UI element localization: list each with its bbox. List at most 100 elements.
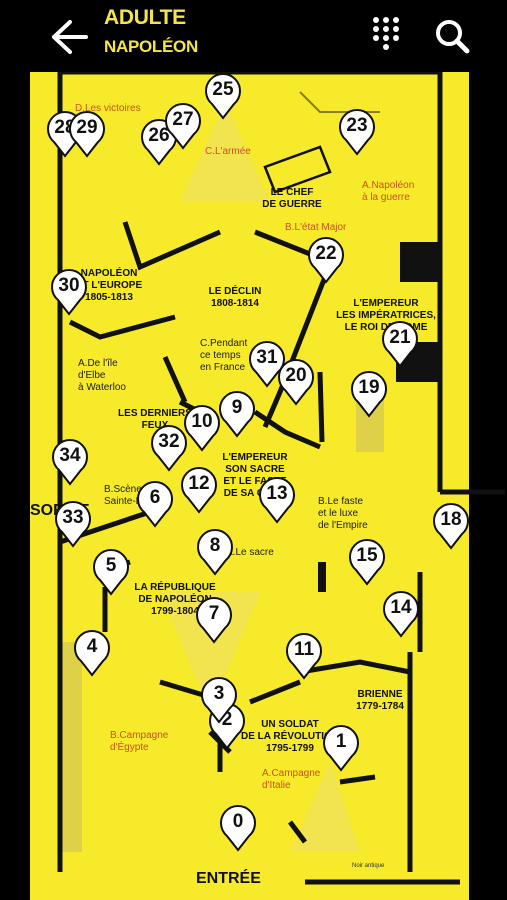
top-bar: ADULTE NAPOLÉON bbox=[0, 0, 507, 72]
sublabel-campagne-italie: A.Campagne d'Italie bbox=[262, 768, 321, 791]
pin-marker-icon bbox=[151, 425, 187, 472]
pin-marker-icon bbox=[219, 391, 255, 438]
pin-number: 6 bbox=[149, 487, 161, 508]
label-elbe-waterloo: A.De l'île d'Elbe à Waterloo bbox=[78, 358, 126, 393]
pin-marker-icon bbox=[201, 677, 237, 724]
museum-floor-map[interactable]: LE CHEF DE GUERRE LE DÉCLIN 1808-1814 NA… bbox=[0, 72, 507, 900]
map-pin-4[interactable]: 4 bbox=[73, 629, 111, 677]
map-pin-9[interactable]: 9 bbox=[218, 390, 256, 438]
pin-marker-icon bbox=[51, 269, 87, 316]
map-pin-14[interactable]: 14 bbox=[382, 590, 420, 638]
map-pin-7[interactable]: 7 bbox=[195, 596, 233, 644]
pin-marker-icon bbox=[196, 597, 232, 644]
floor-plan bbox=[30, 72, 507, 900]
map-pin-3[interactable]: 3 bbox=[200, 676, 238, 724]
map-pin-34[interactable]: 34 bbox=[51, 438, 89, 486]
zone-republique: LA RÉPUBLIQUE DE NAPOLÉON 1799-1804 bbox=[134, 582, 216, 617]
pin-number: 2 bbox=[221, 709, 233, 730]
noir-antique-label: Noir antique bbox=[352, 863, 385, 869]
pin-number: 15 bbox=[356, 545, 378, 566]
pin-number: 22 bbox=[315, 243, 337, 264]
pin-number: 23 bbox=[346, 115, 368, 136]
pin-marker-icon bbox=[339, 109, 375, 156]
map-pin-29[interactable]: 29 bbox=[68, 110, 106, 158]
label-pendant-ce-temps: C.Pendant ce temps en France bbox=[200, 338, 248, 373]
pin-marker-icon bbox=[205, 73, 241, 120]
map-pin-18[interactable]: 18 bbox=[432, 502, 470, 550]
pin-number: 25 bbox=[212, 79, 234, 100]
pin-marker-icon bbox=[323, 725, 359, 772]
map-pin-15[interactable]: 15 bbox=[348, 538, 386, 586]
pin-marker-icon bbox=[197, 529, 233, 576]
pin-marker-icon bbox=[382, 321, 418, 368]
map-pin-22[interactable]: 22 bbox=[307, 236, 345, 284]
zone-derniers-feux: LES DERNIERS FEUX bbox=[118, 408, 192, 431]
map-pin-26[interactable]: 26 bbox=[140, 118, 178, 166]
pin-marker-icon bbox=[349, 539, 385, 586]
map-pin-27[interactable]: 27 bbox=[164, 102, 202, 150]
map-pin-33[interactable]: 33 bbox=[54, 500, 92, 548]
map-pin-8[interactable]: 8 bbox=[196, 528, 234, 576]
sublabel-armee: C.L'armée bbox=[205, 146, 251, 157]
pin-number: 13 bbox=[266, 483, 288, 504]
pin-number: 32 bbox=[158, 431, 180, 452]
map-pin-25[interactable]: 25 bbox=[204, 72, 242, 120]
map-pin-23[interactable]: 23 bbox=[338, 108, 376, 156]
map-pin-32[interactable]: 32 bbox=[150, 424, 188, 472]
pin-number: 1 bbox=[335, 731, 347, 752]
pin-number: 26 bbox=[148, 125, 170, 146]
pin-number: 14 bbox=[390, 597, 412, 618]
pin-marker-icon bbox=[308, 237, 344, 284]
pin-marker-icon bbox=[141, 119, 177, 166]
zone-brienne: BRIENNE 1779-1784 bbox=[356, 689, 404, 712]
pin-number: 11 bbox=[293, 639, 315, 660]
pin-marker-icon bbox=[259, 477, 295, 524]
map-pin-30[interactable]: 30 bbox=[50, 268, 88, 316]
map-pin-31[interactable]: 31 bbox=[248, 340, 286, 388]
map-pin-5[interactable]: 5 bbox=[92, 548, 130, 596]
map-pin-12[interactable]: 12 bbox=[180, 466, 218, 514]
pin-number: 20 bbox=[285, 365, 307, 386]
zone-chef-guerre: LE CHEF DE GUERRE bbox=[262, 187, 322, 210]
pin-marker-icon bbox=[74, 630, 110, 677]
pin-number: 19 bbox=[358, 377, 380, 398]
map-pin-0[interactable]: 0 bbox=[219, 804, 257, 852]
dial-grid-icon bbox=[373, 17, 399, 50]
pin-number: 33 bbox=[62, 507, 84, 528]
map-pin-13[interactable]: 13 bbox=[258, 476, 296, 524]
pin-number: 29 bbox=[76, 117, 98, 138]
pin-marker-icon bbox=[184, 405, 220, 452]
pin-marker-icon bbox=[433, 503, 469, 550]
pin-number: 9 bbox=[231, 397, 243, 418]
zone-declin: LE DÉCLIN 1808-1814 bbox=[208, 286, 262, 309]
pin-number: 8 bbox=[209, 535, 221, 556]
pin-number: 30 bbox=[58, 275, 80, 296]
sublabel-napoleon-guerre: A.Napoléon à la guerre bbox=[362, 180, 415, 203]
pin-number: 21 bbox=[389, 327, 411, 348]
map-pin-1[interactable]: 1 bbox=[322, 724, 360, 772]
pin-marker-icon bbox=[69, 111, 105, 158]
map-pin-11[interactable]: 11 bbox=[285, 632, 323, 680]
map-pin-20[interactable]: 20 bbox=[277, 358, 315, 406]
pin-marker-icon bbox=[55, 501, 91, 548]
pin-marker-icon bbox=[351, 371, 387, 418]
map-pin-10[interactable]: 10 bbox=[183, 404, 221, 452]
pin-marker-icon bbox=[137, 481, 173, 528]
map-pin-6[interactable]: 6 bbox=[136, 480, 174, 528]
pin-number: 4 bbox=[86, 636, 98, 657]
pin-number: 3 bbox=[213, 683, 225, 704]
dial-grid-button[interactable] bbox=[368, 14, 410, 56]
pin-marker-icon bbox=[52, 439, 88, 486]
map-pin-21[interactable]: 21 bbox=[381, 320, 419, 368]
back-button[interactable] bbox=[46, 14, 92, 60]
sublabel-victoires: D.Les victoires bbox=[75, 103, 141, 114]
search-button[interactable] bbox=[432, 16, 472, 56]
label-faste-luxe: B.Le faste et le luxe de l'Empire bbox=[318, 496, 368, 531]
page-title: ADULTE bbox=[104, 6, 186, 29]
pin-number: 10 bbox=[191, 411, 213, 432]
zone-soldat-revolution: UN SOLDAT DE LA RÉVOLUTION 1795-1799 bbox=[241, 719, 339, 754]
pin-number: 18 bbox=[440, 509, 462, 530]
map-pin-19[interactable]: 19 bbox=[350, 370, 388, 418]
pin-marker-icon bbox=[93, 549, 129, 596]
pin-number: 0 bbox=[232, 811, 244, 832]
